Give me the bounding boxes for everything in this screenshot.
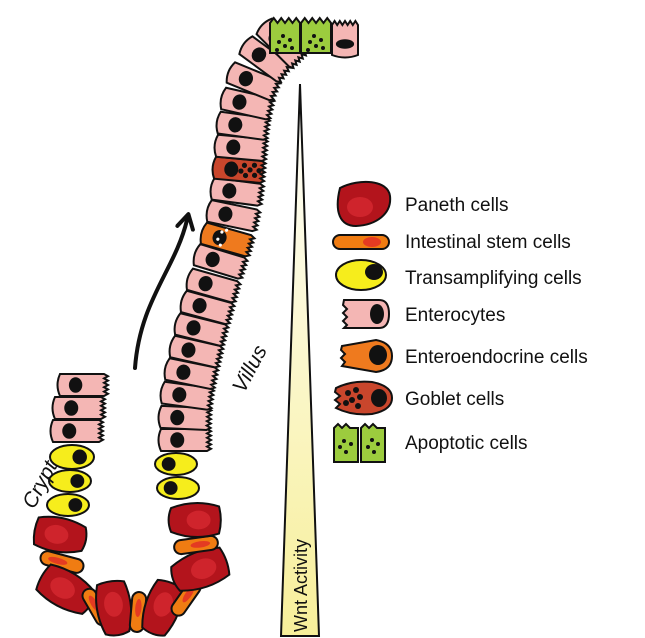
legend-item-paneth: Paneth cells — [338, 182, 509, 226]
legend-label-stem: Intestinal stem cells — [405, 232, 571, 253]
enterocyte-cell — [58, 374, 109, 396]
enterocyte-icon — [343, 300, 389, 328]
apoptotic-cells-icon — [334, 424, 385, 462]
apoptotic-cell — [270, 18, 300, 53]
legend-item-enteroendocrine: Enteroendocrine cells — [341, 340, 588, 372]
legend-item-apoptotic: Apoptotic cells — [334, 424, 528, 462]
legend-label-paneth: Paneth cells — [405, 195, 509, 216]
legend-label-enterocyte: Enterocytes — [405, 305, 505, 326]
apoptotic-cell — [301, 18, 331, 53]
legend-label-apoptotic: Apoptotic cells — [405, 433, 528, 454]
ta-cell — [157, 477, 199, 499]
paneth-cell — [32, 514, 89, 557]
legend-item-enterocyte: Enterocytes — [343, 300, 505, 328]
goblet-cell-icon — [335, 382, 392, 415]
enterocyte-cell — [159, 429, 212, 451]
enterocyte-cell — [53, 397, 106, 419]
legend-item-ta: Transamplifying cells — [336, 260, 582, 290]
legend: Paneth cells Intestinal stem cells Trans… — [333, 182, 588, 462]
enteroendocrine-cell-icon — [341, 340, 392, 372]
legend-item-goblet: Goblet cells — [335, 382, 504, 415]
stem-cell-icon — [333, 235, 389, 249]
paneth-cell — [169, 503, 221, 537]
legend-item-stem: Intestinal stem cells — [333, 232, 571, 253]
villus-label: Villus — [228, 341, 272, 396]
legend-label-enteroendocrine: Enteroendocrine cells — [405, 347, 588, 368]
ta-cell — [155, 453, 197, 475]
paneth-cell-icon — [338, 182, 390, 226]
enterocyte-cell — [51, 420, 104, 442]
legend-label-goblet: Goblet cells — [405, 389, 504, 410]
legend-label-ta: Transamplifying cells — [405, 268, 582, 289]
paneth-cell — [93, 579, 134, 638]
wnt-activity-label: Wnt Activity — [291, 539, 311, 632]
transamplifying-cell-icon — [336, 260, 386, 290]
enterocyte-cell — [332, 21, 358, 58]
ta-cell — [47, 494, 89, 516]
